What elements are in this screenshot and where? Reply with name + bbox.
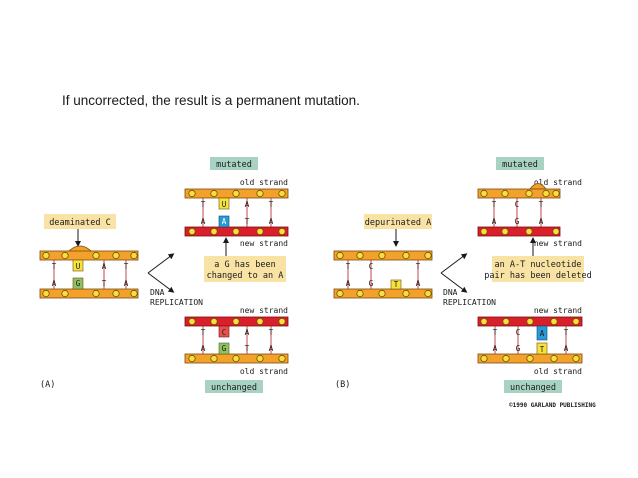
base: A [492,217,497,226]
base: A [346,279,351,288]
base: T [269,328,274,337]
base: T [540,345,545,354]
base: A [52,279,57,288]
mutated-badge-b [496,157,544,170]
old-strand-label-a-top: old strand [240,178,288,187]
base: G [222,344,227,353]
mutated-badge-b-text: mutated [502,160,538,170]
unchanged-duplex-b: T C A T A G T A [477,316,583,364]
start-duplex-a: T U A T A G T A [39,245,139,299]
base: G [369,279,374,288]
base: A [564,344,569,353]
base: T [539,200,544,209]
base: G [515,217,520,226]
mutated-duplex-a: T U A T A A T A [184,188,289,237]
lesion-label-b: depurinated A [365,218,432,228]
base: T [564,328,569,337]
process-label-b-1: DNA [443,288,458,297]
process-label-a-1: DNA [150,288,165,297]
replication-arrow-down-b [440,272,468,293]
base: C [515,200,520,209]
replication-arrow-down-a [147,272,175,293]
base: U [76,262,81,271]
base: T [394,280,399,289]
base: A [201,217,206,226]
note-b-line-1: an A-T nucleotide [495,260,582,270]
base: A [124,279,129,288]
panel-b: depurinated A T C T A G T A [333,157,596,409]
panel-label-b: (B) [335,380,350,390]
lesion-label-box-b [364,214,432,229]
base: T [346,262,351,271]
note-box-a [204,256,286,282]
old-strand-label-a-bottom: old strand [240,367,288,376]
old-strand-label-b-bottom: old strand [534,367,582,376]
base: U [222,200,227,209]
base: T [493,328,498,337]
process-label-a-2: REPLICATION [150,298,203,307]
base: A [493,344,498,353]
base: A [269,344,274,353]
start-top-backbone-a [39,250,139,261]
unchanged-badge-a-text: unchanged [211,383,257,393]
mutated-badge-a-text: mutated [216,160,252,170]
new-strand-label-b-top: new strand [534,239,582,248]
replication-arrow-up-a [147,253,175,274]
base: A [245,200,250,209]
note-a-line-1: a G has been [214,260,275,270]
process-label-b-2: REPLICATION [443,298,496,307]
note-a-line-2: changed to an A [207,271,284,281]
new-strand-label-a-top: new strand [240,239,288,248]
start-u-base-a [72,259,84,272]
new-strand-label-b-bottom: new strand [534,306,582,315]
base: T [245,344,250,353]
base: T [52,262,57,271]
panel-label-a: (A) [40,380,55,390]
note-b-line-2: pair has been deleted [484,271,591,281]
base: A [245,328,250,337]
base: A [416,279,421,288]
unchanged-badge-b [504,380,562,393]
base: G [76,279,81,288]
panel-a: deaminated C T U A T A G T [39,157,289,393]
mutated-duplex-b: T C T A G A [477,183,561,237]
base: T [492,200,497,209]
base: A [222,217,227,226]
slide-title: If uncorrected, the result is a permanen… [62,93,360,108]
unchanged-duplex-a: T C A T A G T A [184,316,289,364]
start-g-base-a [72,277,84,290]
note-box-b [492,256,584,282]
base: A [201,344,206,353]
base: T [124,262,129,271]
start-bottom-backbone-a [39,288,139,299]
base: A [540,329,545,338]
unchanged-badge-b-text: unchanged [510,383,556,393]
new-strand-label-a-bottom: new strand [240,306,288,315]
mutated-badge-a [210,157,258,170]
lesion-label-a: deaminated C [49,218,110,228]
base: A [539,217,544,226]
base: T [201,328,206,337]
credit-line: ©1990 GARLAND PUBLISHING [509,402,596,409]
base: C [516,328,521,337]
start-duplex-b: T C T A G T A [333,250,433,299]
base: C [369,262,374,271]
lesion-label-box-a [44,214,116,229]
base: G [516,344,521,353]
old-strand-label-b-top: old strand [534,178,582,187]
base: A [102,262,107,271]
base: T [245,217,250,226]
base: T [201,200,206,209]
base: C [222,328,227,337]
base: T [416,262,421,271]
unchanged-badge-a [205,380,263,393]
base: T [269,200,274,209]
base: A [269,217,274,226]
base: T [102,279,107,288]
replication-arrow-up-b [440,253,468,274]
